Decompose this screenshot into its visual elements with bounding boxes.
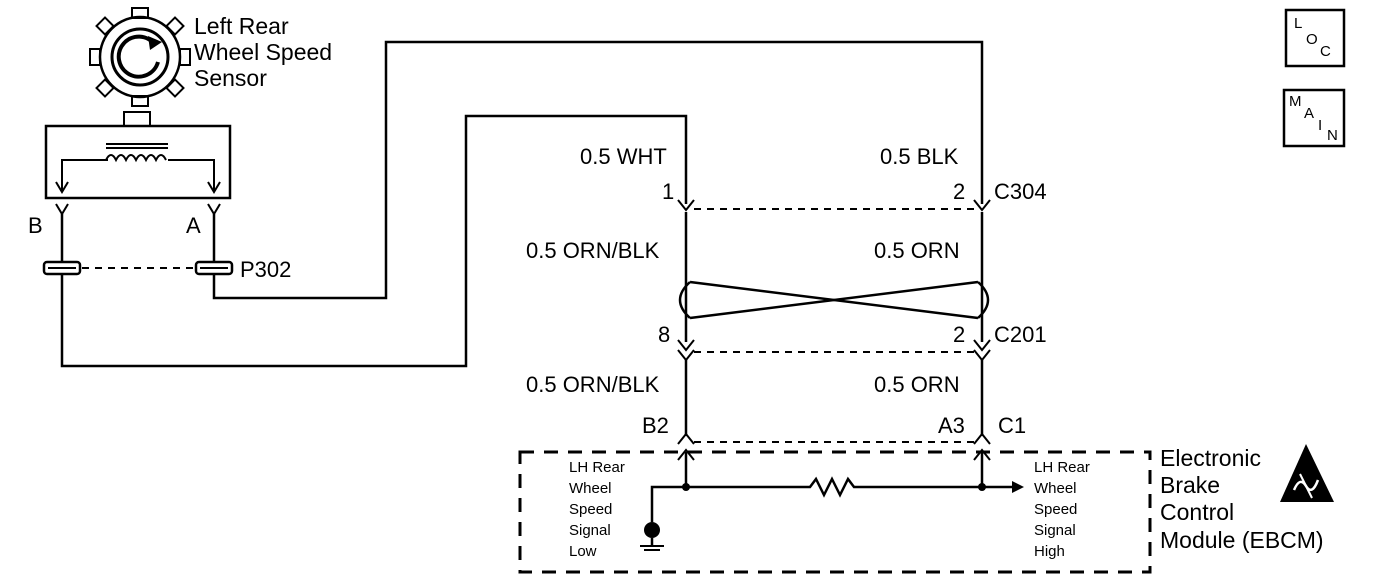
c1-connector — [677, 432, 991, 445]
sensor-label-line-1: Left Rear — [194, 13, 289, 39]
wire-label-right-top: 0.5 BLK — [880, 144, 959, 169]
low-signal-line-4: Signal — [569, 522, 611, 539]
c304-pin-left: 1 — [662, 179, 674, 204]
esd-warning-icon — [1280, 444, 1334, 502]
wire-b-to-c304-1 — [60, 114, 688, 368]
sensor-label: Left Rear Wheel Speed Sensor — [194, 13, 332, 91]
high-signal-line-1: LH Rear — [1034, 459, 1090, 476]
c201-connector — [677, 339, 991, 362]
main-button-letter-4: N — [1327, 127, 1338, 144]
low-signal-line-5: Low — [569, 543, 597, 560]
low-signal-label: LH Rear Wheel Speed Signal Low — [569, 459, 625, 560]
loc-button-letter-3: C — [1320, 43, 1331, 60]
ebcm-internal-circuit — [640, 448, 1024, 551]
connector-p302-label: P302 — [240, 257, 291, 282]
high-signal-line-4: Signal — [1034, 522, 1076, 539]
high-signal-line-3: Speed — [1034, 501, 1077, 518]
low-signal-line-3: Speed — [569, 501, 612, 518]
main-button-letter-2: A — [1304, 105, 1314, 122]
loc-button[interactable]: L O C — [1284, 8, 1346, 68]
high-signal-label: LH Rear Wheel Speed Signal High — [1034, 459, 1090, 560]
ebcm-label: Electronic Brake Control Module (EBCM) — [1160, 445, 1324, 553]
sensor-pin-b: B — [28, 213, 43, 238]
main-button-letter-3: I — [1318, 117, 1322, 134]
wire-a-to-c304-2 — [212, 40, 984, 300]
ebcm-box — [518, 450, 1152, 574]
wire-label-left-low: 0.5 ORN/BLK — [526, 372, 660, 397]
wire-label-left-top: 0.5 WHT — [580, 144, 667, 169]
ebcm-label-line-1: Electronic — [1160, 445, 1261, 471]
loc-button-letter-1: L — [1294, 15, 1302, 32]
c1-pin-right: A3 — [938, 413, 965, 438]
ebcm-label-line-2: Brake — [1160, 472, 1220, 498]
ebcm-label-line-4: Module (EBCM) — [1160, 527, 1324, 553]
main-button[interactable]: M A I N — [1282, 88, 1346, 148]
high-signal-line-2: Wheel — [1034, 480, 1077, 497]
high-signal-line-5: High — [1034, 543, 1065, 560]
p302-connector — [42, 260, 234, 276]
loc-button-letter-2: O — [1306, 31, 1318, 48]
low-signal-line-2: Wheel — [569, 480, 612, 497]
sensor-pin-a: A — [186, 213, 201, 238]
c201-pin-right: 2 — [953, 322, 965, 347]
connector-c201-label: C201 — [994, 322, 1047, 347]
twisted-pair — [678, 280, 990, 320]
main-button-letter-1: M — [1289, 93, 1302, 110]
connector-c304-label: C304 — [994, 179, 1047, 204]
wire-label-right-low: 0.5 ORN — [874, 372, 960, 397]
c304-connector — [677, 199, 991, 212]
low-signal-line-1: LH Rear — [569, 459, 625, 476]
wire-label-right-mid: 0.5 ORN — [874, 238, 960, 263]
sensor-label-line-3: Sensor — [194, 65, 267, 91]
c201-pin-left: 8 — [658, 322, 670, 347]
c304-pin-right: 2 — [953, 179, 965, 204]
connector-c1-label: C1 — [998, 413, 1026, 438]
sensor-label-line-2: Wheel Speed — [194, 39, 332, 65]
ebcm-label-line-3: Control — [1160, 499, 1234, 525]
sensor-body — [44, 111, 232, 200]
wire-label-left-mid: 0.5 ORN/BLK — [526, 238, 660, 263]
wheel-speed-sensor-icon — [89, 7, 191, 107]
c1-pin-left: B2 — [642, 413, 669, 438]
